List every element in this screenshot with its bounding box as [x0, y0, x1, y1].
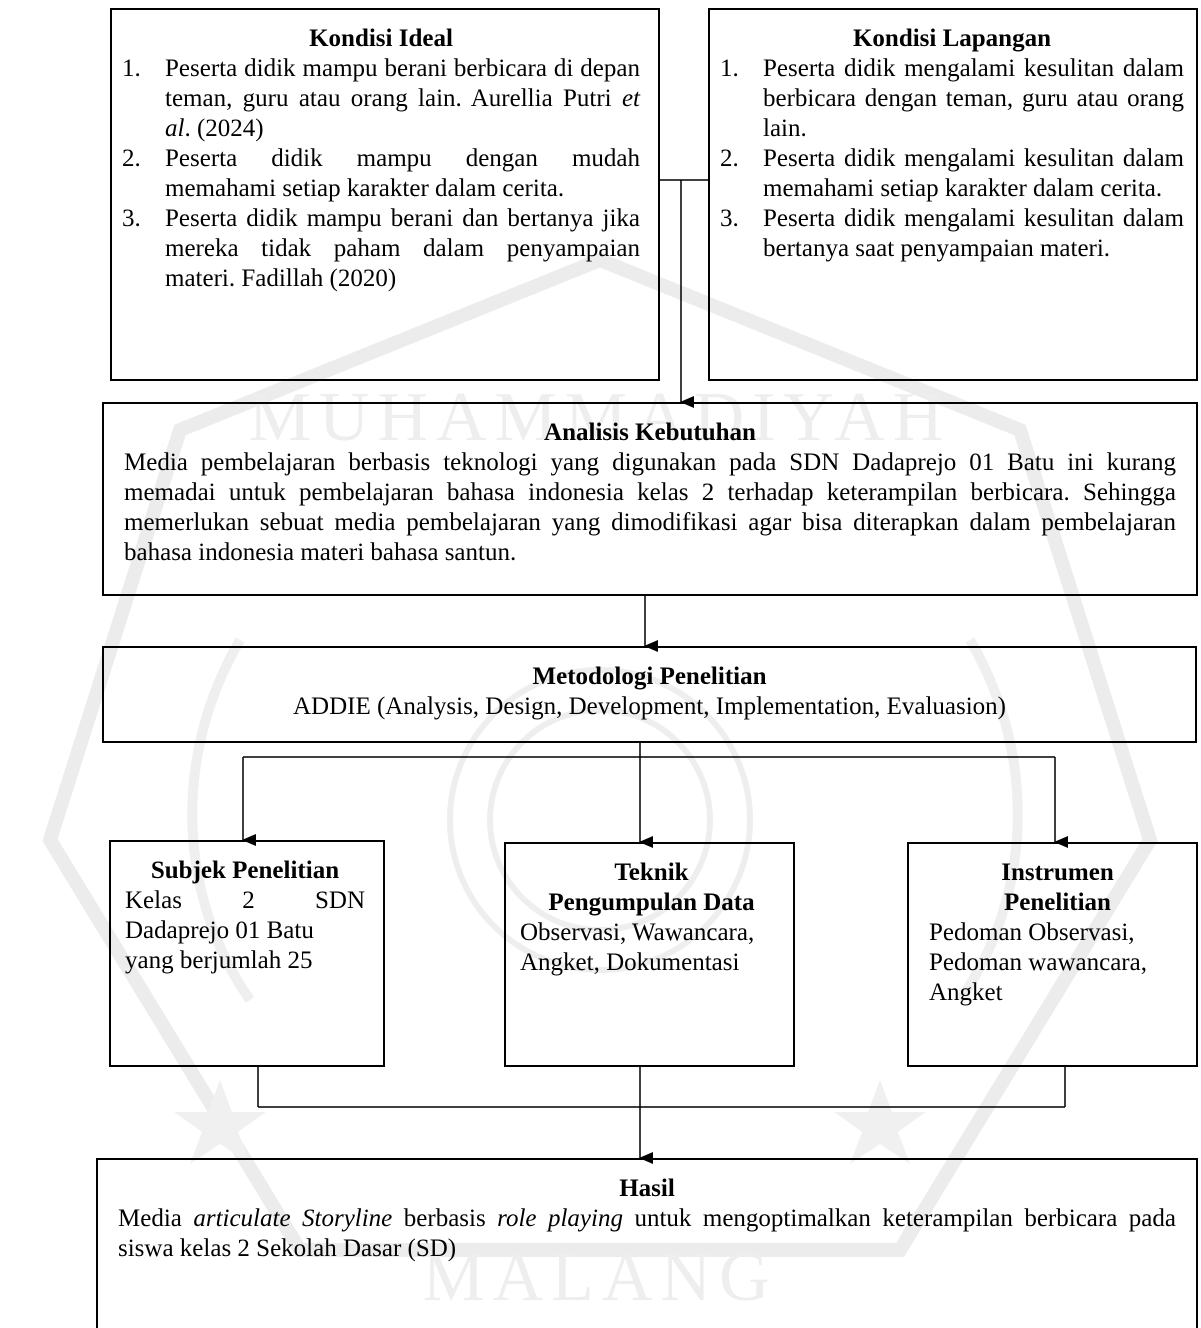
list-item-tail: . (2024) — [184, 115, 264, 142]
analisis-kebutuhan-box: Analisis Kebutuhan Media pembelajaran be… — [102, 402, 1198, 596]
subjek-line-2: Dadaprejo 01 Batu — [125, 917, 314, 944]
subjek-kelas: Kelas — [125, 887, 182, 914]
kondisi-ideal-title: Kondisi Ideal — [309, 25, 453, 52]
list-item-number: 3. — [122, 205, 141, 232]
subjek-line-3: yang berjumlah 25 — [125, 947, 313, 974]
instrumen-box: Instrumen Penelitian Pedoman Observasi, … — [907, 842, 1198, 1067]
instrumen-title-line-1: Instrumen — [1001, 859, 1114, 886]
list-item-number: 3. — [720, 205, 739, 232]
watermark-arc-text: MUHAMMADIYAH — [249, 379, 952, 456]
watermark-bottom-text: MALANG — [422, 1239, 777, 1316]
hasil-text-italic: role playing — [497, 1205, 623, 1232]
list-item-text: Peserta didik mengalami kesulitan dalam … — [763, 55, 1184, 142]
list-item: 3. Peserta didik mengalami kesulitan dal… — [720, 204, 1184, 264]
metodologi-text: ADDIE (Analysis, Design, Development, Im… — [292, 693, 1007, 720]
teknik-box: Teknik Pengumpulan Data Observasi, Wawan… — [504, 842, 795, 1067]
list-item-text: Peserta didik mampu dengan mudah memaham… — [165, 145, 640, 202]
list-item-italic: et al — [165, 85, 640, 142]
subjek-title: Subjek Penelitian — [150, 857, 340, 884]
list-item: 2. Peserta didik mampu dengan mudah mema… — [122, 144, 640, 204]
teknik-text: Observasi, Wawancara, Angket, Dokumentas… — [520, 919, 755, 976]
subjek-penelitian-box: Subjek Penelitian Kelas 2 SDN Dadaprejo 01… — [109, 840, 385, 1067]
list-item-text: Peserta didik mampu berani dan bertanya … — [165, 205, 640, 292]
list-item-number: 2. — [720, 145, 739, 172]
hasil-text-seg: berbasis — [392, 1205, 498, 1232]
subjek-num: 2 — [242, 887, 255, 914]
analisis-kebutuhan-text: Media pembelajaran berbasis teknologi ya… — [124, 449, 1176, 566]
subjek-line-1: Kelas 2 SDN — [125, 886, 365, 916]
kondisi-lapangan-list: 1. Peserta didik mengalami kesulitan dal… — [720, 54, 1184, 264]
instrumen-title-line-2: Penelitian — [1004, 889, 1111, 916]
list-item-text: Peserta didik mengalami kesulitan dalam … — [763, 205, 1184, 262]
instrumen-text: Pedoman Observasi, Pedoman wawancara, An… — [929, 919, 1147, 1006]
kondisi-ideal-box: Kondisi Ideal 1. Peserta didik mampu ber… — [110, 8, 660, 381]
hasil-text: Media articulate Storyline berbasis role… — [118, 1204, 1176, 1264]
teknik-title-line-2: Pengumpulan Data — [548, 889, 755, 916]
hasil-title: Hasil — [619, 1175, 675, 1202]
kondisi-ideal-list: 1. Peserta didik mampu berani berbicara … — [122, 54, 640, 294]
kondisi-lapangan-box: Kondisi Lapangan 1. Peserta didik mengal… — [708, 8, 1198, 381]
list-item: 1. Peserta didik mengalami kesulitan dal… — [720, 54, 1184, 144]
list-item-number: 1. — [122, 55, 141, 82]
subjek-sdn: SDN — [314, 887, 365, 914]
list-item-text: Peserta didik mengalami kesulitan dalam … — [763, 145, 1184, 202]
hasil-text-seg: Media — [118, 1205, 194, 1232]
metodologi-title: Metodologi Penelitian — [532, 663, 767, 690]
list-item: 3. Peserta didik mampu berani dan bertan… — [122, 204, 640, 294]
teknik-title-line-1: Teknik — [614, 859, 689, 886]
hasil-text-seg: untuk mengoptimalkan keterampilan berbic… — [118, 1205, 1176, 1262]
list-item-number: 1. — [720, 55, 739, 82]
hasil-text-italic: articulate Storyline — [193, 1205, 393, 1232]
analisis-kebutuhan-title: Analisis Kebutuhan — [544, 419, 756, 446]
metodologi-box: Metodologi Penelitian ADDIE (Analysis, D… — [102, 646, 1197, 743]
list-item: 1. Peserta didik mampu berani berbicara … — [122, 54, 640, 144]
kondisi-lapangan-title: Kondisi Lapangan — [852, 25, 1051, 52]
list-item: 2. Peserta didik mengalami kesulitan dal… — [720, 144, 1184, 204]
list-item-number: 2. — [122, 145, 141, 172]
list-item-text: Peserta didik mampu berani berbicara di … — [165, 55, 640, 112]
hasil-box: Hasil Media articulate Storyline berbasi… — [96, 1158, 1198, 1328]
